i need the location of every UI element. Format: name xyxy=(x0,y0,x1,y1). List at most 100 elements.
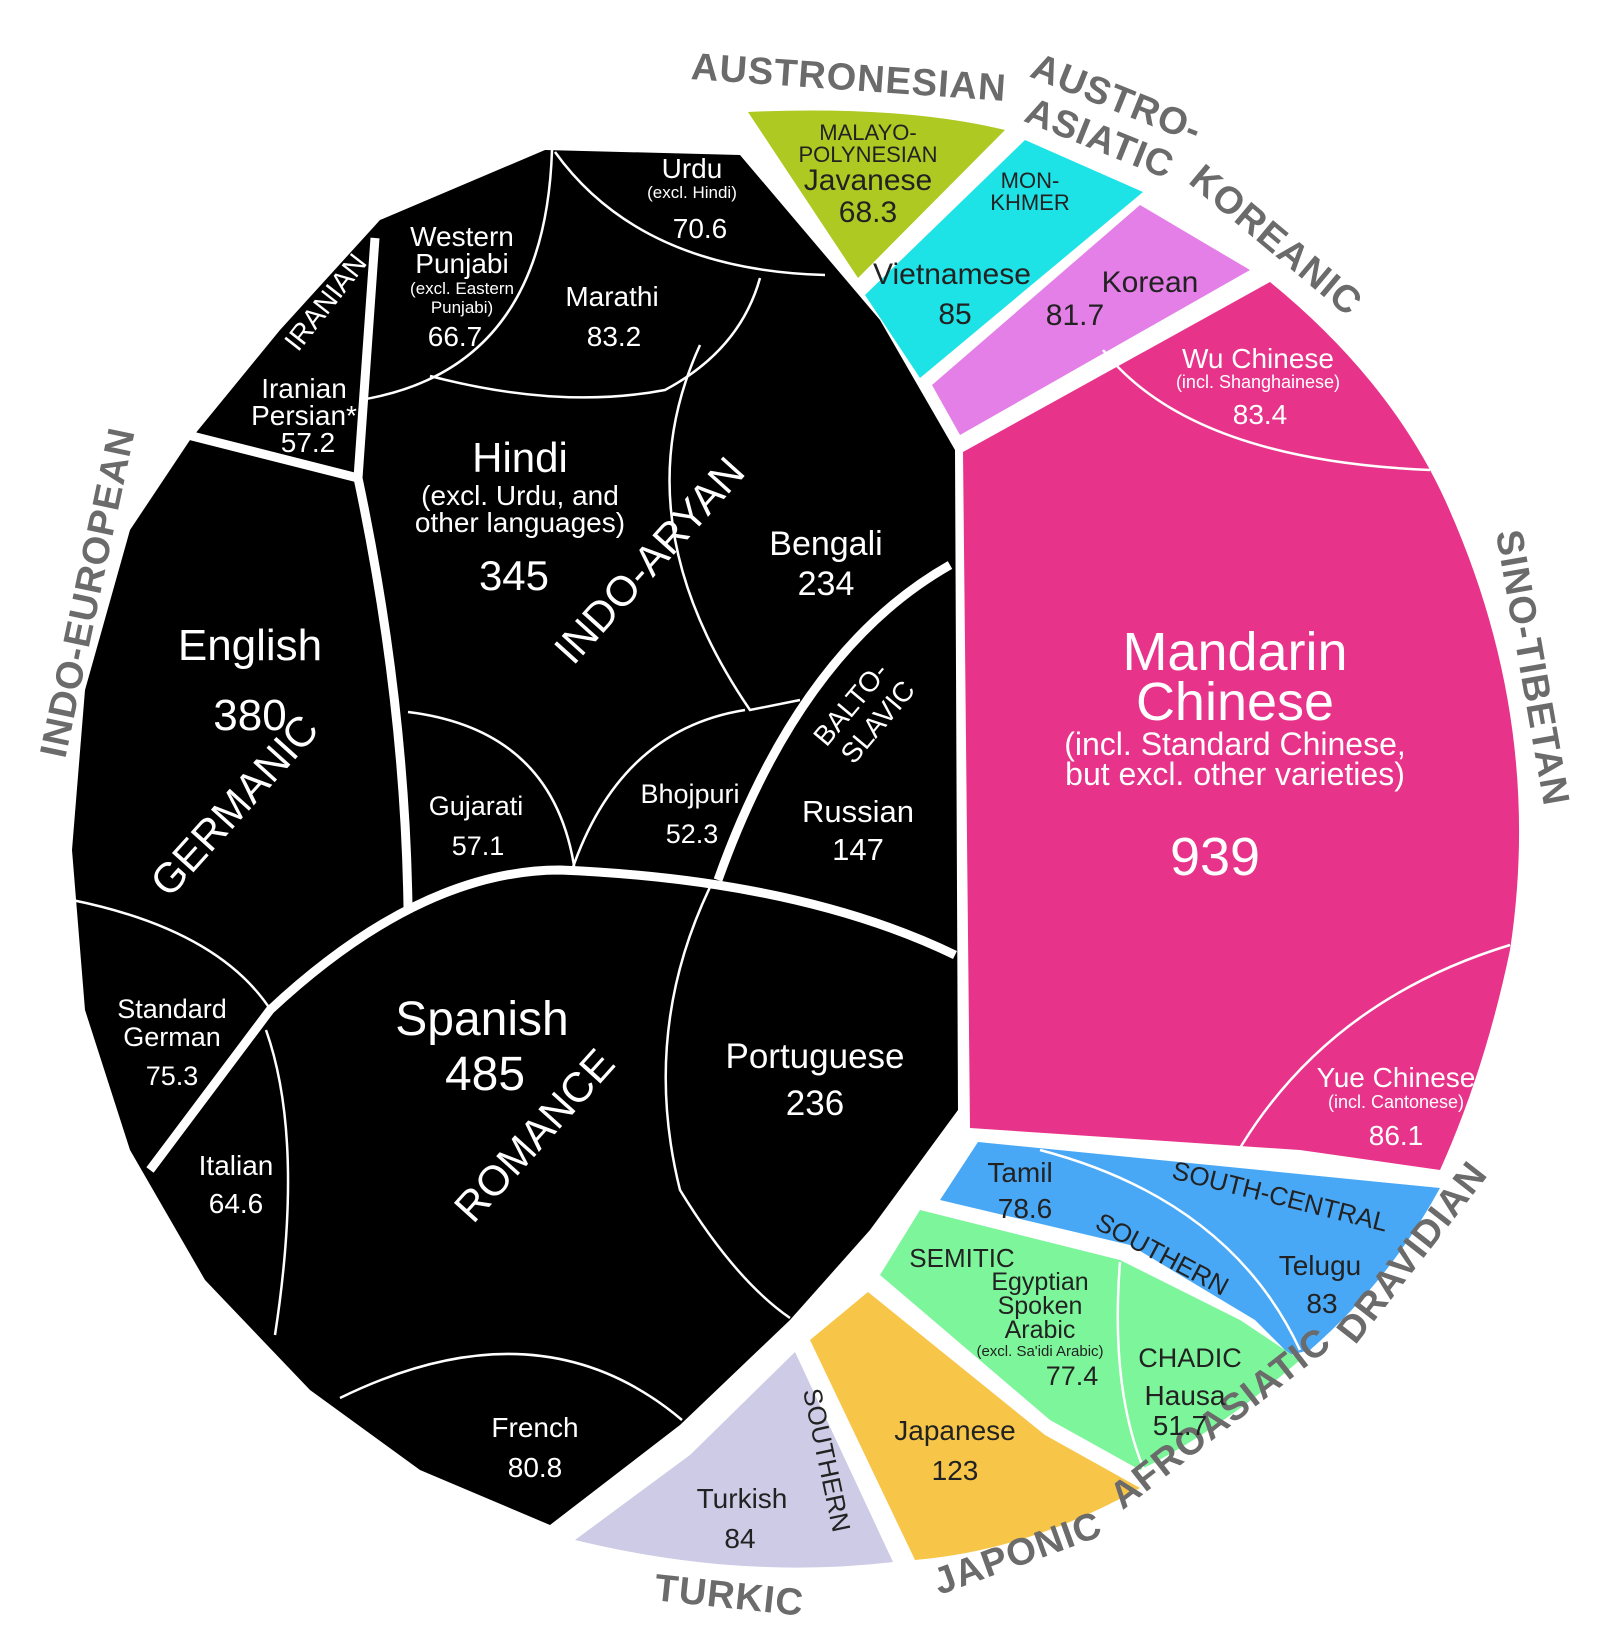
germanic-indoaryan-border xyxy=(353,477,413,909)
german-border xyxy=(71,898,274,1013)
austronesian-label: AUSTRONESIAN xyxy=(690,46,1008,110)
turkish-name: Turkish xyxy=(697,1483,788,1514)
mon-khmer-label-1: MON- xyxy=(1001,168,1060,193)
egyptian-arabic-name-3: Arabic xyxy=(1005,1316,1076,1344)
russian-name: Russian xyxy=(802,794,914,829)
standard-german-value: 75.3 xyxy=(146,1061,199,1091)
javanese-value: 68.3 xyxy=(839,196,897,229)
standard-german-name-1: Standard xyxy=(117,994,227,1024)
french-value: 80.8 xyxy=(508,1452,563,1483)
malayo-polynesian-label-2: POLYNESIAN xyxy=(799,142,938,167)
gujarati-border xyxy=(407,710,577,873)
yue-name: Yue Chinese xyxy=(1317,1062,1476,1093)
afroasiatic-region xyxy=(880,1210,1300,1470)
mandarin-name-2: Chinese xyxy=(1136,672,1334,732)
turkic-label: TURKIC xyxy=(653,1567,806,1624)
hausa-value: 51.7 xyxy=(1153,1410,1208,1441)
marathi-value: 83.2 xyxy=(587,321,642,352)
egyptian-arabic-value: 77.4 xyxy=(1046,1361,1099,1391)
hindi-note-2: other languages) xyxy=(415,507,625,538)
hausa-name: Hausa xyxy=(1145,1380,1226,1411)
yue-value: 86.1 xyxy=(1369,1120,1424,1151)
iranian-persian-name-2: Persian* xyxy=(251,400,357,431)
korean-name: Korean xyxy=(1102,266,1199,299)
wu-value: 83.4 xyxy=(1233,399,1288,430)
italian-border xyxy=(264,1029,290,1336)
malayo-polynesian-label-1: MALAYO- xyxy=(819,120,916,145)
tamil-telugu-border xyxy=(1039,1148,1302,1351)
urdu-note: (excl. Hindi) xyxy=(647,183,737,202)
japonic-region xyxy=(810,1292,1140,1560)
vietnamese-name: Vietnamese xyxy=(873,258,1031,291)
yue-border xyxy=(1238,943,1511,1149)
bhojpuri-name: Bhojpuri xyxy=(640,779,739,809)
english-name: English xyxy=(178,621,322,670)
bhojpuri-value: 52.3 xyxy=(666,819,719,849)
austronesian-region xyxy=(748,110,1005,278)
bengali-value: 234 xyxy=(798,565,855,603)
marathi-name: Marathi xyxy=(565,281,658,312)
javanese-name: Javanese xyxy=(804,164,932,197)
semitic-label: SEMITIC xyxy=(909,1243,1014,1273)
western-punjabi-name-1: Western xyxy=(410,221,514,252)
mon-khmer-label-2: KHMER xyxy=(990,190,1069,215)
italian-name: Italian xyxy=(199,1150,274,1181)
italian-value: 64.6 xyxy=(209,1188,264,1219)
western-punjabi-name-2: Punjabi xyxy=(415,248,508,279)
mandarin-value: 939 xyxy=(1170,827,1260,887)
egyptian-arabic-name-1: Egyptian xyxy=(991,1268,1088,1296)
austroasiatic-region xyxy=(865,140,1143,378)
iranian-border xyxy=(353,237,380,479)
spanish-value: 485 xyxy=(445,1048,525,1101)
portuguese-name: Portuguese xyxy=(725,1037,904,1076)
english-value: 380 xyxy=(213,691,286,740)
western-punjabi-note-2: Punjabi) xyxy=(431,298,493,317)
japanese-value: 123 xyxy=(932,1455,979,1486)
tamil-value: 78.6 xyxy=(998,1193,1053,1224)
yue-note: (incl. Cantonese) xyxy=(1328,1092,1464,1112)
gujarati-name: Gujarati xyxy=(429,791,524,821)
telugu-value: 83 xyxy=(1306,1288,1337,1319)
tamil-name: Tamil xyxy=(987,1157,1052,1188)
gujarati-value: 57.1 xyxy=(452,831,505,861)
portuguese-border xyxy=(664,882,791,1320)
urdu-marathi-border xyxy=(553,151,826,277)
iranian-germanic-border xyxy=(186,430,360,483)
hindi-note-1: (excl. Urdu, and xyxy=(421,480,619,511)
germanic-romance-border xyxy=(146,865,957,1173)
egyptian-arabic-name-2: Spoken xyxy=(998,1292,1083,1320)
marathi-hindi-border xyxy=(429,277,762,399)
standard-german-name-2: German xyxy=(123,1022,221,1052)
chadic-label: CHADIC xyxy=(1138,1343,1242,1373)
dravidian-region xyxy=(940,1142,1440,1355)
mandarin-name-1: Mandarin xyxy=(1122,622,1347,682)
hindi-value: 345 xyxy=(479,552,549,599)
urdu-name: Urdu xyxy=(662,153,723,184)
vietnamese-value: 85 xyxy=(938,298,971,331)
wu-name: Wu Chinese xyxy=(1182,343,1334,374)
mandarin-note-2: but excl. other varieties) xyxy=(1065,756,1405,792)
japanese-name: Japanese xyxy=(894,1415,1015,1446)
spanish-name: Spanish xyxy=(395,993,568,1046)
hindi-name: Hindi xyxy=(472,434,568,481)
balto-slavic-border xyxy=(713,561,953,882)
punjabi-marathi-border xyxy=(359,149,554,402)
indo-european-region xyxy=(72,150,958,1525)
western-punjabi-note-1: (excl. Eastern xyxy=(410,279,514,298)
turkic-region xyxy=(575,1352,893,1568)
iranian-persian-value: 57.2 xyxy=(281,427,336,458)
bhojpuri-border xyxy=(570,708,746,871)
french-border xyxy=(339,1352,683,1421)
wu-note: (incl. Shanghainese) xyxy=(1176,372,1340,392)
telugu-name: Telugu xyxy=(1279,1250,1362,1281)
portuguese-value: 236 xyxy=(786,1084,844,1123)
wu-border xyxy=(1102,349,1431,472)
iranian-persian-name-1: Iranian xyxy=(261,373,347,404)
turkish-value: 84 xyxy=(724,1523,755,1554)
western-punjabi-value: 66.7 xyxy=(428,321,483,352)
hindi-bengali-border xyxy=(668,344,801,712)
russian-value: 147 xyxy=(832,832,884,867)
egyptian-arabic-note: (excl. Sa'idi Arabic) xyxy=(976,1343,1103,1360)
bengali-name: Bengali xyxy=(769,525,882,563)
